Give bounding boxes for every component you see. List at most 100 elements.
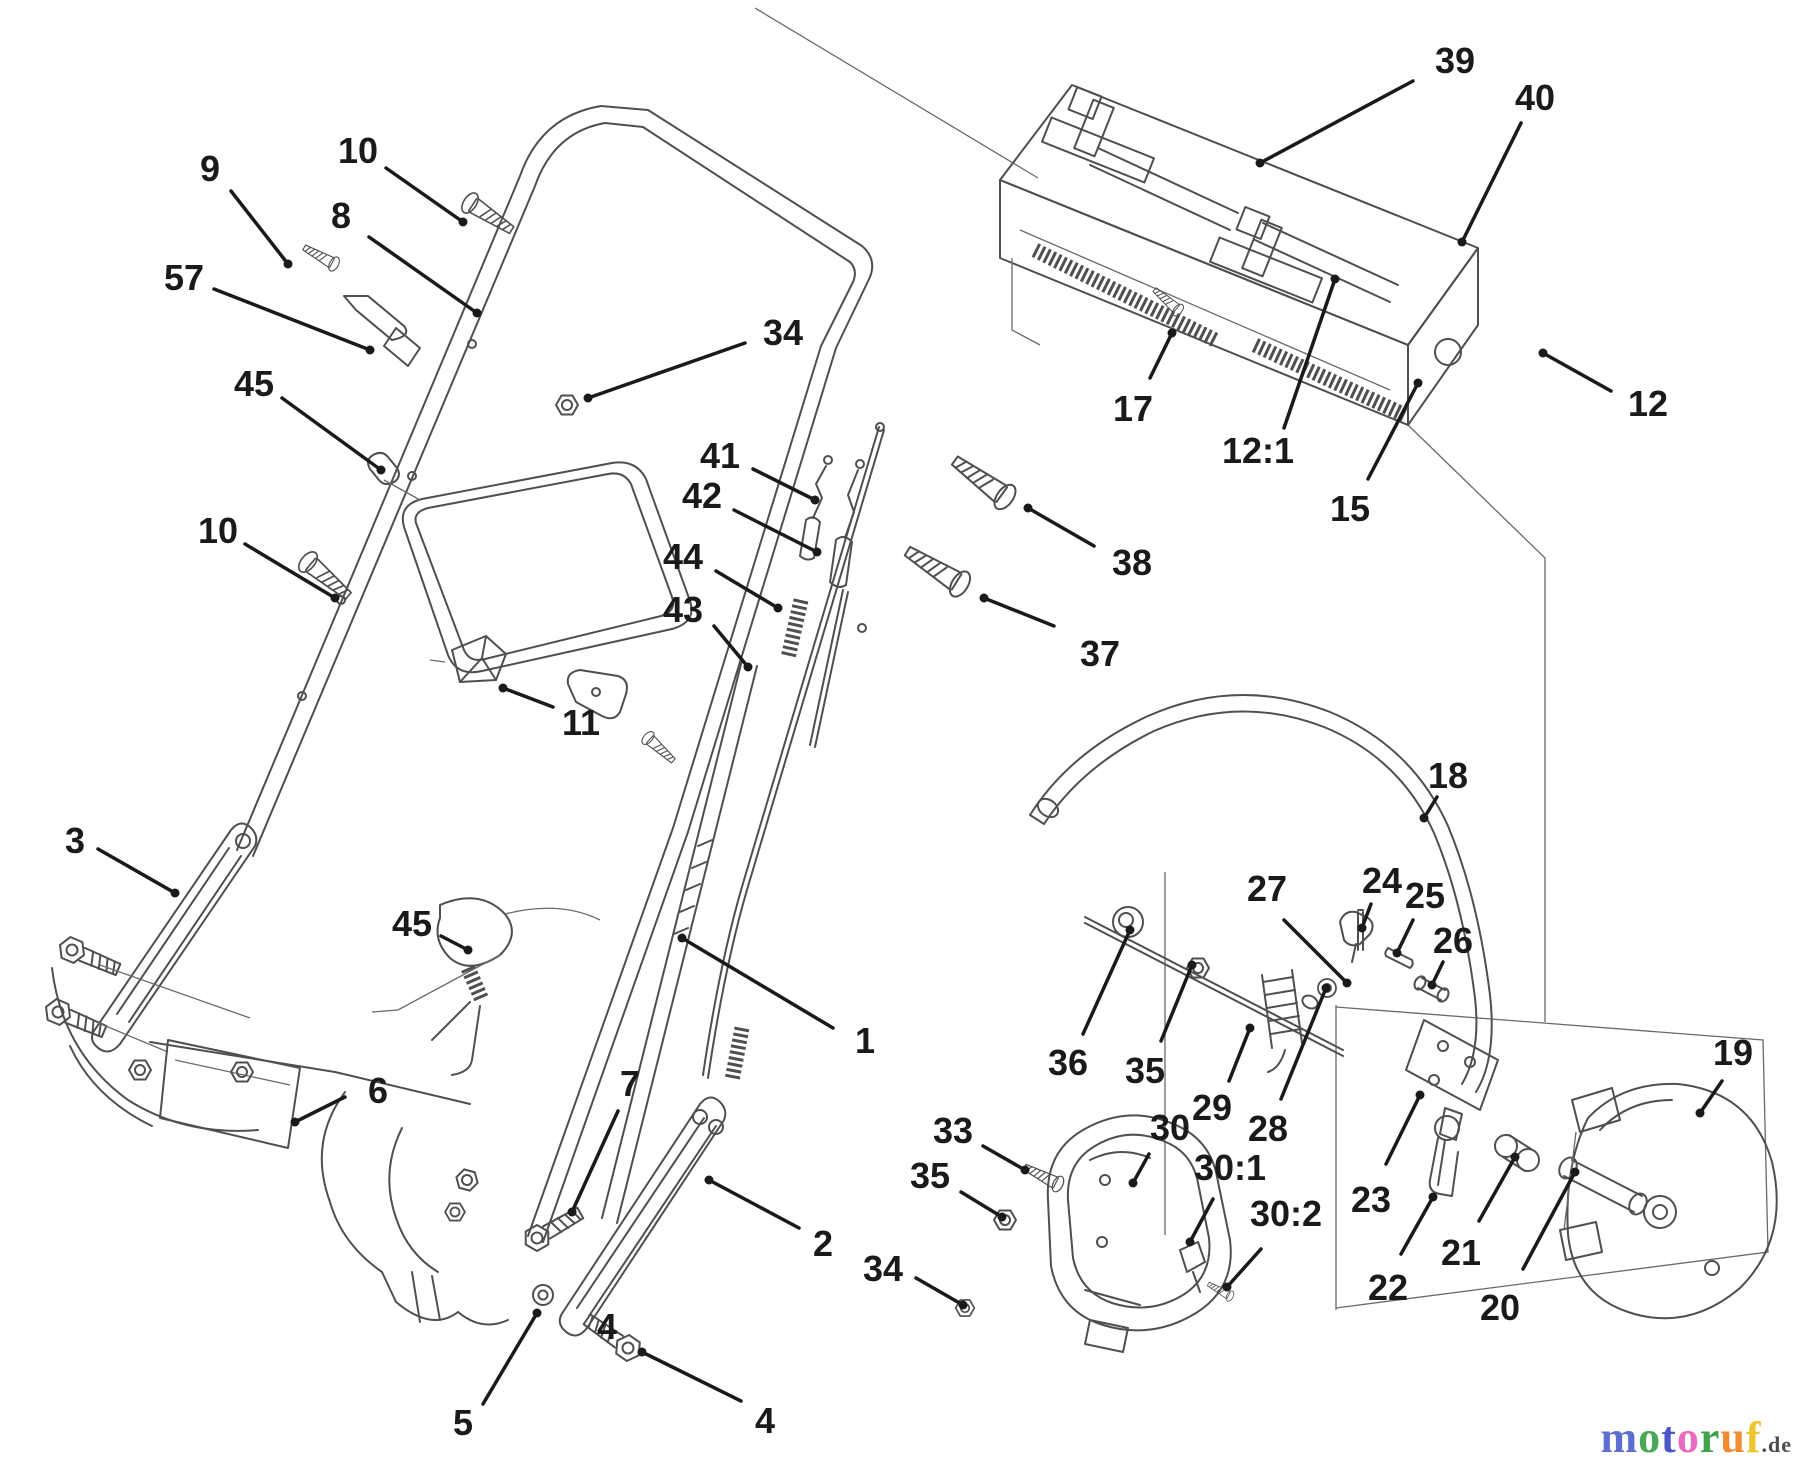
leader-dot-12:1 xyxy=(1330,274,1340,284)
leader-line-28 xyxy=(1279,986,1328,1101)
left-handle-brace xyxy=(40,822,258,1053)
watermark-letter: r xyxy=(1699,1413,1721,1462)
leader-line-12 xyxy=(1541,351,1613,393)
part-callout-25: 25 xyxy=(1405,875,1445,916)
part-callout-2: 2 xyxy=(813,1223,833,1264)
leader-dot-45 xyxy=(463,945,473,955)
leader-line-10 xyxy=(384,166,465,224)
cable-end-fittings xyxy=(799,455,865,748)
leader-dot-24 xyxy=(1357,923,1367,933)
leader-line-1 xyxy=(680,936,835,1030)
handle-crossbar-frame xyxy=(401,461,693,674)
leader-dot-35 xyxy=(997,1212,1007,1222)
part-callout-38: 38 xyxy=(1112,542,1152,583)
leader-line-45 xyxy=(439,934,470,952)
leader-dot-15 xyxy=(1413,378,1423,388)
part-callout-43: 43 xyxy=(663,589,703,630)
leader-line-29 xyxy=(1227,1026,1252,1083)
part-callout-24: 24 xyxy=(1362,860,1402,901)
control-cable xyxy=(702,426,885,1082)
part-callout-7: 7 xyxy=(620,1063,640,1104)
left-gear-housing xyxy=(954,1114,1236,1353)
cable-tie xyxy=(371,897,601,1076)
leader-line-30:1 xyxy=(1188,1197,1215,1244)
part-callout-28: 28 xyxy=(1248,1108,1288,1149)
part-callout-15: 15 xyxy=(1330,488,1370,529)
mower-deck xyxy=(51,967,509,1326)
leader-line-9 xyxy=(229,189,290,266)
part-callout-45: 45 xyxy=(234,363,274,404)
part-callout-19: 19 xyxy=(1713,1032,1753,1073)
leader-line-19 xyxy=(1698,1079,1724,1115)
leader-line-8 xyxy=(367,235,479,315)
right-gear-housing xyxy=(1559,1082,1778,1320)
leader-dot-43 xyxy=(743,662,753,672)
part-callout-40: 40 xyxy=(1515,77,1555,118)
leader-line-39 xyxy=(1258,79,1415,165)
leader-dot-33 xyxy=(1020,1165,1030,1175)
leader-line-6 xyxy=(293,1095,347,1124)
part-callout-44: 44 xyxy=(663,536,703,577)
part-callout-23: 23 xyxy=(1351,1179,1391,1220)
leader-line-27 xyxy=(1282,918,1349,985)
part-callout-41: 41 xyxy=(700,435,740,476)
part-callout-22: 22 xyxy=(1368,1267,1408,1308)
leader-dot-1 xyxy=(677,933,687,943)
part-callout-36: 36 xyxy=(1048,1042,1088,1083)
leader-dot-44 xyxy=(773,603,783,613)
part-callout-17: 17 xyxy=(1113,388,1153,429)
leader-dot-30:1 xyxy=(1185,1237,1195,1247)
leader-dot-11 xyxy=(498,683,508,693)
part-callout-9: 9 xyxy=(200,148,220,189)
part-callout-37: 37 xyxy=(1080,633,1120,674)
top-left-hardware xyxy=(294,189,579,606)
bail-handle-loop xyxy=(1029,694,1493,1093)
leader-dot-35 xyxy=(1187,960,1197,970)
part-callout-30:1: 30:1 xyxy=(1194,1147,1266,1188)
leader-line-25 xyxy=(1395,918,1415,955)
leader-dot-10 xyxy=(330,593,340,603)
leader-dot-26 xyxy=(1427,980,1437,990)
leader-dot-23 xyxy=(1415,1090,1425,1100)
part-callout-30: 30 xyxy=(1150,1107,1190,1148)
bail-pivot-parts xyxy=(1084,906,1450,1073)
part-callout-26: 26 xyxy=(1433,920,1473,961)
leader-line-4 xyxy=(640,1350,743,1403)
watermark-logo[interactable]: motoruf.de xyxy=(1601,1416,1792,1460)
part-callout-27: 27 xyxy=(1247,868,1287,909)
part-callout-12: 12 xyxy=(1628,383,1668,424)
leader-dot-4 xyxy=(637,1347,647,1357)
leader-line-21 xyxy=(1477,1155,1517,1223)
leader-dot-27 xyxy=(1342,978,1352,988)
part-callout-45: 45 xyxy=(392,903,432,944)
part-callout-4: 4 xyxy=(755,1400,775,1441)
leader-dot-12 xyxy=(1538,348,1548,358)
part-callout-4: 4 xyxy=(597,1306,617,1347)
leader-dot-34 xyxy=(583,393,593,403)
cable-clamp xyxy=(566,669,680,768)
leader-dot-45 xyxy=(376,465,386,475)
leader-line-34 xyxy=(586,341,747,400)
right-handle-brace xyxy=(558,1096,727,1337)
leader-line-35 xyxy=(959,1190,1004,1219)
leader-dot-40 xyxy=(1457,237,1467,247)
part-callout-10: 10 xyxy=(198,510,238,551)
leader-line-12:1 xyxy=(1282,277,1337,430)
leader-line-2 xyxy=(707,1178,801,1230)
part-callout-34: 34 xyxy=(763,312,803,353)
handle-screws xyxy=(899,448,1021,602)
watermark-letter: o xyxy=(1676,1413,1700,1462)
pivot-bracket xyxy=(1405,1019,1499,1197)
leader-line-35 xyxy=(1159,963,1194,1043)
leader-dot-28 xyxy=(1321,983,1331,993)
leader-dot-2 xyxy=(704,1175,714,1185)
part-callout-30:2: 30:2 xyxy=(1250,1193,1322,1234)
leader-line-10 xyxy=(243,542,337,600)
watermark-letter: f xyxy=(1745,1413,1762,1462)
leader-dot-41 xyxy=(810,495,820,505)
part-callout-10: 10 xyxy=(338,130,378,171)
watermark-letter: o xyxy=(1638,1413,1662,1462)
leader-line-11 xyxy=(501,686,555,709)
leader-dot-3 xyxy=(170,888,180,898)
